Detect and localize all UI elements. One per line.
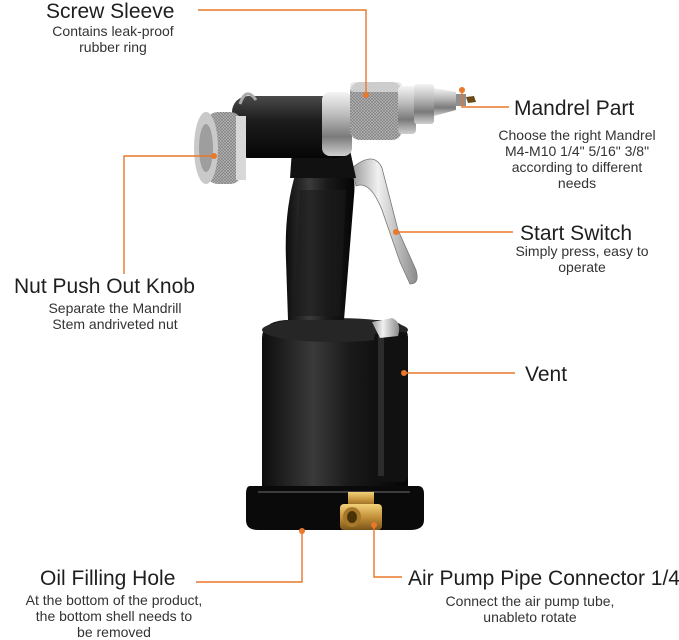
screw-sleeve bbox=[350, 82, 416, 140]
nut-push-out-knob-desc: Separate the Mandrill Stem andriveted nu… bbox=[20, 300, 210, 332]
start-switch-desc-line: operate bbox=[558, 259, 606, 275]
start-trigger bbox=[351, 158, 418, 285]
start-switch-desc: Simply press, easy to operate bbox=[496, 243, 668, 275]
mandrel-part-title: Mandrel Part bbox=[514, 97, 635, 120]
leader-dots bbox=[211, 87, 465, 534]
nut-push-out-knob bbox=[194, 112, 246, 184]
oil-filling-hole-desc-line: be removed bbox=[77, 624, 151, 640]
screw-sleeve-desc-line: Contains leak-proof bbox=[52, 23, 174, 39]
mandrel-part-desc-line: Choose the right Mandrel bbox=[498, 127, 656, 143]
leader-air-pump bbox=[373, 525, 402, 578]
air-pump-connector-desc: Connect the air pump tube, unableto rota… bbox=[425, 593, 635, 625]
nut-push-out-knob-desc-line: Separate the Mandrill bbox=[48, 300, 182, 316]
vent-title: Vent bbox=[525, 363, 568, 386]
air-pump-connector-title: Air Pump Pipe Connector 1/4 bbox=[408, 567, 679, 590]
oil-filling-hole-desc: At the bottom of the product, the bottom… bbox=[0, 592, 228, 640]
mandrel-part-desc-line: needs bbox=[557, 175, 597, 191]
rivet-tool-illustration bbox=[194, 82, 476, 530]
mandrel-nose bbox=[414, 84, 476, 124]
leader-mandrel bbox=[461, 90, 509, 108]
oil-filling-hole-desc-line: the bottom shell needs to bbox=[35, 608, 193, 624]
mandrel-part-desc-line: according to different bbox=[511, 159, 643, 175]
leader-oil-hole bbox=[196, 531, 303, 583]
leader-screw-sleeve bbox=[198, 9, 367, 95]
leader-knob bbox=[123, 155, 214, 274]
screw-sleeve-title: Screw Sleeve bbox=[46, 0, 175, 23]
oil-filling-hole-title: Oil Filling Hole bbox=[40, 567, 176, 590]
air-pump-connector-desc-line: unableto rotate bbox=[483, 609, 577, 625]
leader-lines bbox=[123, 9, 515, 583]
start-switch-desc-line: Simply press, easy to bbox=[515, 243, 649, 259]
start-switch-title: Start Switch bbox=[520, 222, 633, 245]
screw-sleeve-desc: Contains leak-proof rubber ring bbox=[28, 23, 198, 55]
air-pump-connector-desc-line: Connect the air pump tube, bbox=[445, 593, 615, 609]
nut-push-out-knob-title: Nut Push Out Knob bbox=[14, 275, 195, 298]
oil-filling-hole-desc-line: At the bottom of the product, bbox=[25, 592, 203, 608]
mandrel-part-desc: Choose the right Mandrel M4-M10 1/4" 5/1… bbox=[478, 127, 676, 191]
reservoir-body bbox=[262, 320, 408, 488]
mandrel-part-desc-line: M4-M10 1/4" 5/16" 3/8" bbox=[504, 143, 650, 159]
screw-sleeve-desc-line: rubber ring bbox=[79, 39, 147, 55]
nut-push-out-knob-desc-line: Stem andriveted nut bbox=[52, 316, 178, 332]
